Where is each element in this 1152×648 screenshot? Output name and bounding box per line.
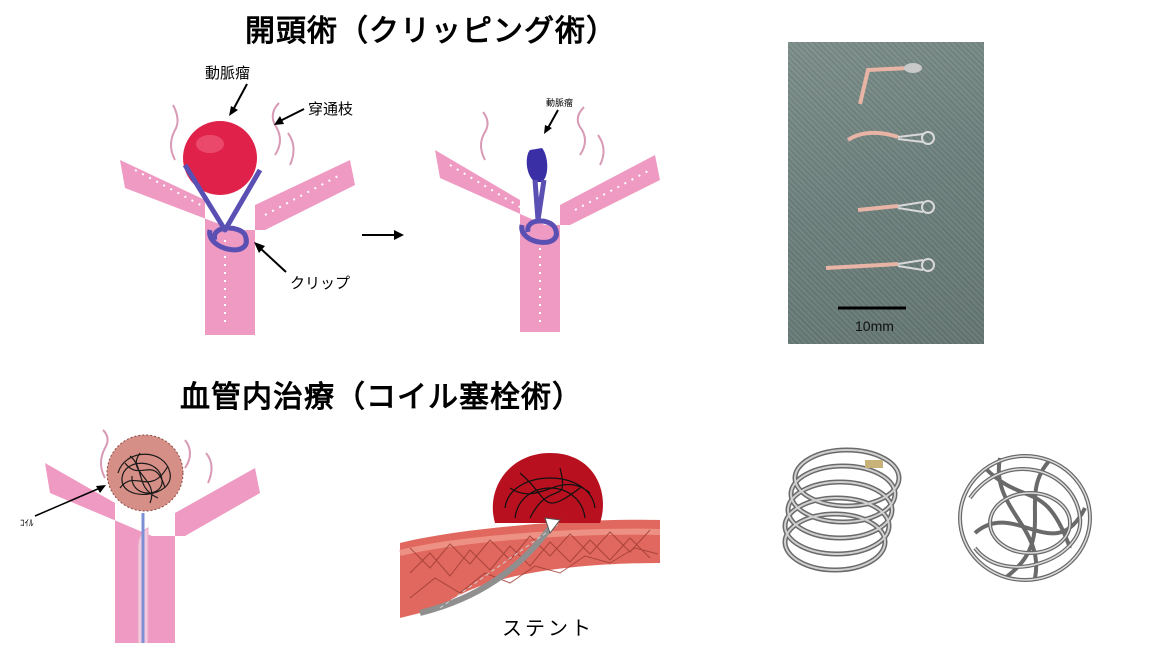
coil-title: 血管内治療（コイル塞栓術）	[180, 380, 583, 415]
catheter	[419, 526, 553, 616]
stent-diagram	[399, 453, 661, 618]
perforator-vessel	[597, 134, 605, 166]
stent-label: ステント	[502, 616, 594, 640]
coil	[117, 452, 171, 504]
stent-mesh	[409, 529, 659, 599]
clipping-title: 開頭術（クリッピング術）	[245, 14, 617, 49]
aneurysm-small-label: 動脈瘤	[546, 99, 574, 109]
arrow-icon	[362, 230, 404, 240]
clipping-diagram-after	[435, 106, 660, 332]
clipped-aneurysm	[526, 148, 548, 182]
clip-label: クリップ	[290, 274, 351, 292]
parent-vessel	[45, 463, 260, 643]
coil	[504, 467, 596, 519]
arrow-icon	[254, 242, 287, 273]
arrow-icon	[274, 108, 305, 125]
perforator-vessel	[100, 429, 109, 479]
aneurysm	[107, 435, 183, 511]
arrow-icon	[229, 83, 248, 116]
arrow-icon	[544, 109, 559, 134]
perforator-vessel	[271, 102, 281, 156]
coil-photo	[782, 447, 1092, 582]
perforator-vessel	[205, 452, 213, 484]
aneurysm-label: 動脈瘤	[205, 64, 251, 82]
scale-label: 10mm	[855, 318, 894, 334]
clip-photo	[788, 42, 984, 344]
perforator-label: 穿通枝	[308, 100, 354, 118]
coil-diagram	[34, 429, 260, 643]
perforator-vessel	[287, 132, 295, 166]
clip	[182, 163, 263, 253]
coil-label: ｺｲﾙ	[20, 519, 34, 529]
clip	[519, 179, 559, 245]
perforator-vessel	[576, 106, 586, 156]
perforator-vessel	[184, 439, 191, 469]
perforator-vessel	[170, 104, 179, 161]
perforator-vessel	[480, 111, 489, 161]
clipping-diagram-before	[120, 102, 355, 335]
